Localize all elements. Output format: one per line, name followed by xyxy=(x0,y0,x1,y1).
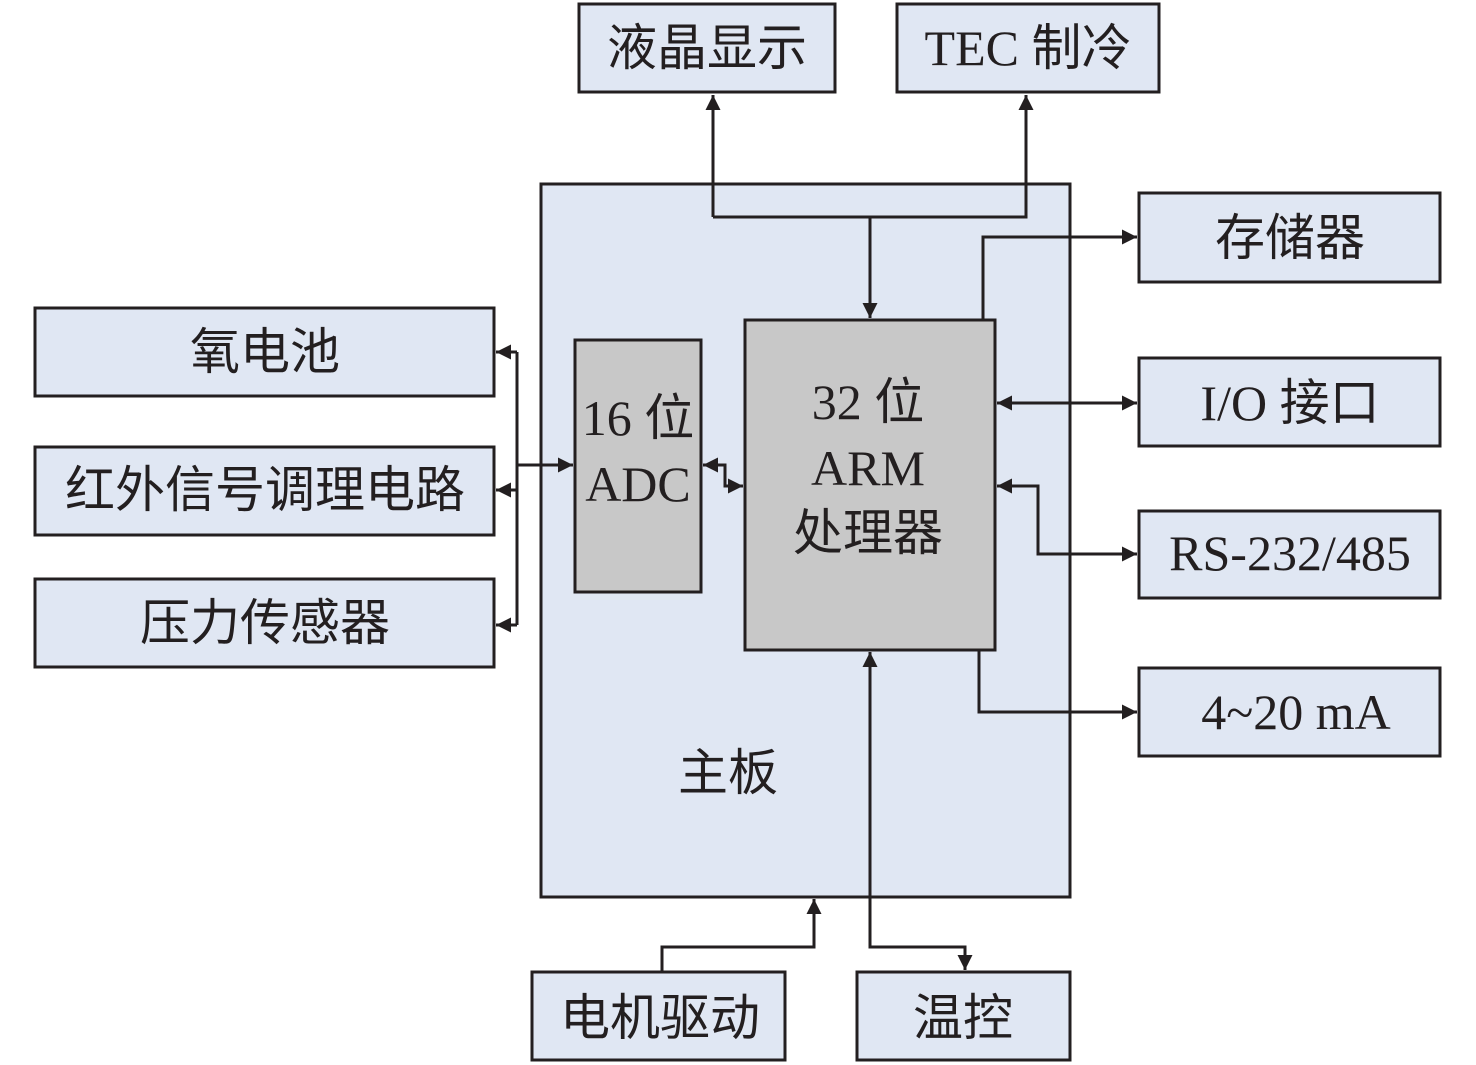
temp-control-label: 温控 xyxy=(913,990,1013,1046)
ir-circuit-label: 红外信号调理电路 xyxy=(65,462,465,518)
arm-label-2: ARM xyxy=(811,440,925,496)
arrow-arm-temp-control xyxy=(862,652,973,970)
pressure-sensor-label: 压力传感器 xyxy=(140,595,390,651)
current-loop-block: 4~20 mA xyxy=(1137,666,1442,758)
arrow-to-tec xyxy=(713,95,1034,219)
current-loop-label: 4~20 mA xyxy=(1201,684,1391,740)
arrow-motor-to-mainboard xyxy=(660,899,822,972)
tec-label: TEC 制冷 xyxy=(925,20,1132,76)
adc-label-1: 16 位 xyxy=(582,390,695,446)
oxygen-cell-block: 氧电池 xyxy=(33,306,496,398)
arrow-adc-arm xyxy=(703,457,743,494)
arm-block: 32 位 ARM 处理器 xyxy=(743,318,997,652)
arrow-to-current-loop xyxy=(977,650,1137,720)
temp-control-block: 温控 xyxy=(855,970,1072,1062)
lcd-label: 液晶显示 xyxy=(607,20,807,76)
arrow-arm-serial xyxy=(997,478,1137,562)
connectors xyxy=(496,95,1137,972)
lcd-block: 液晶显示 xyxy=(577,2,837,94)
serial-label: RS-232/485 xyxy=(1169,525,1411,581)
adc-label-2: ADC xyxy=(585,456,691,512)
mainboard-label: 主板 xyxy=(678,745,778,801)
motor-drive-label: 电机驱动 xyxy=(560,990,760,1046)
serial-block: RS-232/485 xyxy=(1137,509,1442,600)
io-block: I/O 接口 xyxy=(1137,356,1442,448)
adc-block: 16 位 ADC xyxy=(573,338,703,594)
ir-circuit-block: 红外信号调理电路 xyxy=(33,445,496,537)
motor-drive-block: 电机驱动 xyxy=(530,970,787,1062)
arm-label-3: 处理器 xyxy=(793,505,943,561)
pressure-sensor-block: 压力传感器 xyxy=(33,577,496,669)
storage-label: 存储器 xyxy=(1215,210,1365,266)
arm-label-1: 32 位 xyxy=(812,374,925,430)
oxygen-cell-label: 氧电池 xyxy=(190,324,340,380)
storage-block: 存储器 xyxy=(1137,191,1442,284)
arrow-to-storage xyxy=(981,229,1137,320)
tec-block: TEC 制冷 xyxy=(895,2,1161,94)
io-label: I/O 接口 xyxy=(1200,375,1379,431)
